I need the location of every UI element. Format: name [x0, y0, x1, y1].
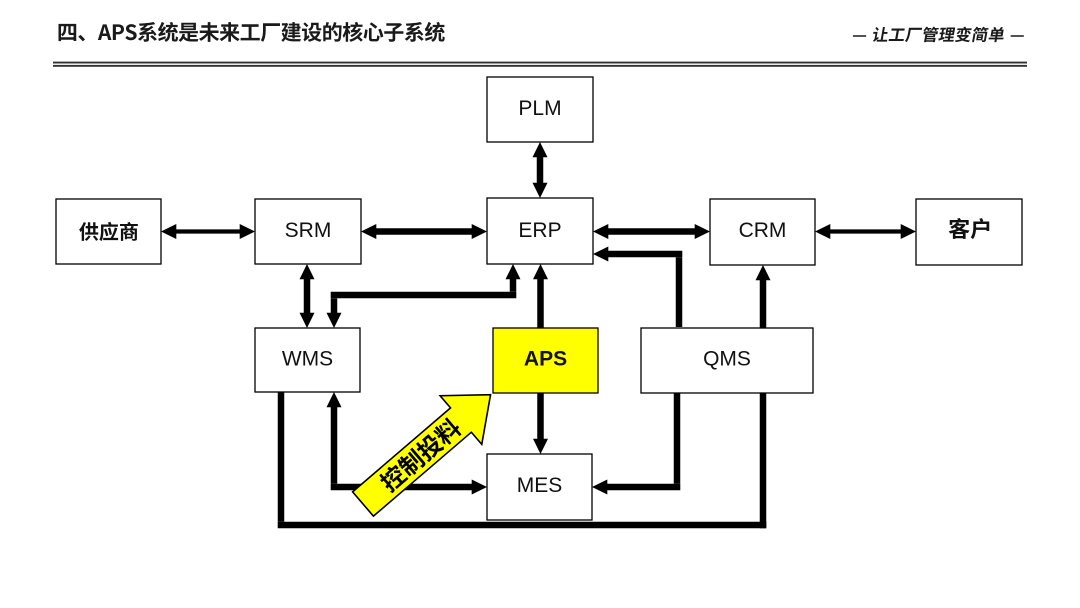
- svg-text:QMS: QMS: [703, 348, 751, 371]
- svg-text:WMS: WMS: [282, 347, 333, 370]
- svg-text:MES: MES: [517, 474, 563, 497]
- svg-text:PLM: PLM: [518, 97, 561, 120]
- svg-text:APS: APS: [524, 347, 567, 370]
- svg-text:SRM: SRM: [285, 219, 332, 242]
- svg-text:CRM: CRM: [739, 219, 787, 242]
- svg-text:ERP: ERP: [518, 219, 561, 242]
